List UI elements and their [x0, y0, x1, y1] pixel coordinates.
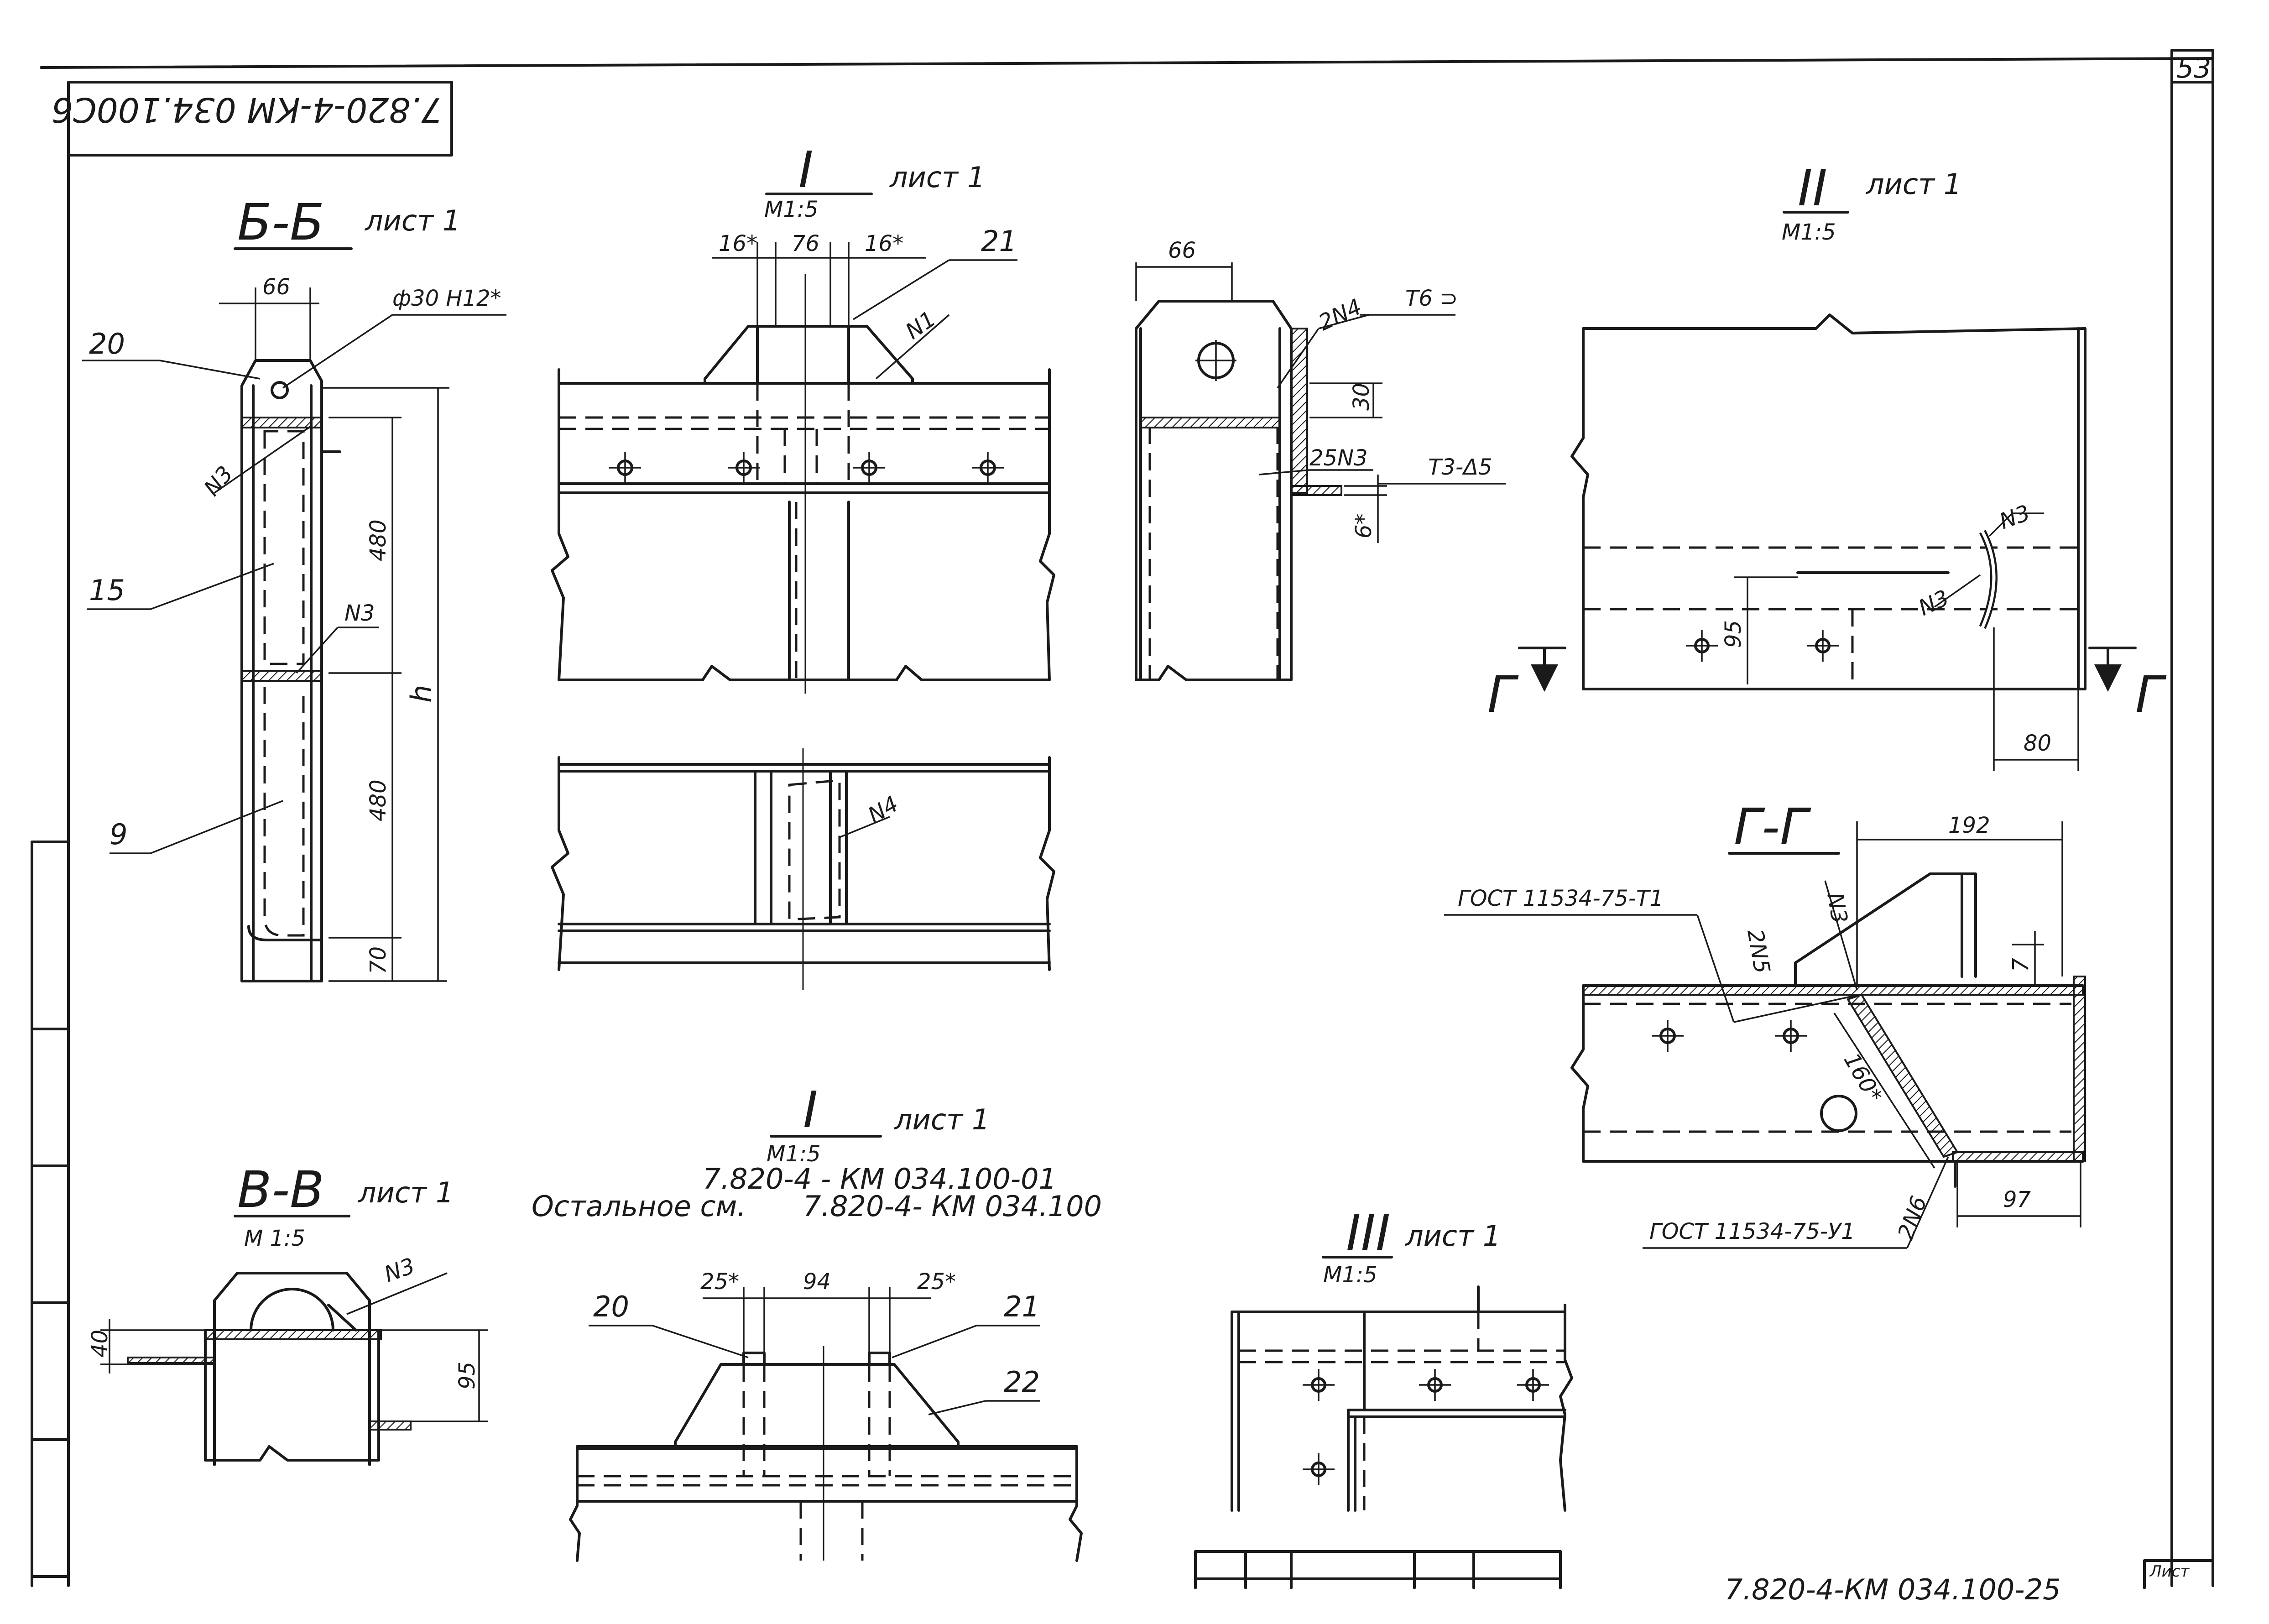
i-bottom-callout-22: 22: [1004, 1365, 1040, 1399]
doc-code-box: [67, 81, 453, 157]
i-top-dim-16b: 16*: [865, 231, 903, 256]
doc-code-rotated: 7.820-4-КМ 034.100С6: [52, 90, 443, 129]
view-ii-title: II: [1798, 159, 1827, 217]
bb-callout-20: 20: [89, 327, 125, 360]
page-number: 53: [2176, 52, 2211, 84]
view-i-bottom-rest-label: Остальное см.: [532, 1190, 746, 1223]
i-bottom-callout-21: 21: [1004, 1290, 1040, 1323]
ii-side-callout-2n4: 2N4: [1314, 294, 1366, 336]
ii-side-note-t6: Т6 ⊃: [1405, 286, 1458, 311]
view-vv: В-В лист 1 М 1:5 40 95 N3: [87, 1160, 488, 1466]
view-bb: Б-Б лист 1 66 480 480 70 h: [82, 193, 506, 982]
view-iii: III лист 1 М1:5: [1231, 1204, 1573, 1512]
vv-dim-40: 40: [87, 1330, 113, 1358]
page-number-box: [2170, 49, 2214, 84]
view-i-top: I М1:5 лист 1: [551, 141, 1055, 990]
bolt-marks-top: [609, 452, 1004, 484]
binding-strip: [31, 841, 70, 1587]
view-iii-ref: лист 1: [1405, 1219, 1501, 1253]
gg-dim-7: 7: [2008, 958, 2034, 972]
view-vv-ref: лист 1: [358, 1176, 454, 1209]
i-top-callout-n4: N4: [864, 791, 903, 829]
view-iii-title: III: [1346, 1204, 1390, 1262]
gg-callout-n3: N3: [1822, 891, 1852, 925]
view-vv-title: В-В: [237, 1160, 324, 1219]
view-bb-ref: лист 1: [365, 204, 460, 237]
view-i-top-ref: лист 1: [889, 161, 985, 194]
ii-dim-95: 95: [1721, 620, 1746, 648]
sheet-frame: [31, 49, 2214, 1589]
i-top-callout-21: 21: [981, 225, 1017, 258]
i-top-dim-76: 76: [792, 231, 819, 256]
bb-dim-70: 70: [365, 946, 391, 974]
bb-callout-n3-top: N3: [199, 461, 238, 501]
corner-label: Лист: [2149, 1562, 2190, 1581]
ii-section-left: Г: [1487, 665, 1519, 724]
view-ii-ref: лист 1: [1866, 167, 1961, 201]
view-ii: II лист 1 М1:5 95 80 N3 N3 Г Г: [1487, 159, 2167, 771]
view-ii-side: 66 30 6* 2N4 Т6 ⊃ 25N3 Т3-Δ5: [1135, 238, 1506, 681]
ii-side-dim-30: 30: [1349, 383, 1374, 411]
ii-dim-80: 80: [2024, 731, 2051, 756]
i-top-dim-16a: 16*: [719, 231, 757, 256]
view-gg-title: Г-Г: [1734, 798, 1811, 856]
ii-side-callout-25n3: 25N3: [1309, 445, 1368, 471]
ii-section-right: Г: [2135, 665, 2167, 724]
view-gg: Г-Г 192 7 160* 97 N3 ГОСТ: [1444, 798, 2086, 1249]
bb-dim-66: 66: [262, 274, 290, 300]
gg-dim-192: 192: [1948, 813, 1990, 838]
i-bottom-callout-20: 20: [593, 1290, 629, 1323]
bb-dim-h: h: [405, 685, 438, 703]
bb-dim-480b: 480: [365, 779, 391, 821]
ii-side-note-t3: Т3-Δ5: [1428, 454, 1492, 480]
view-i-bottom-ref: лист 1: [894, 1103, 990, 1136]
gg-note-u1: ГОСТ 11534-75-У1: [1649, 1219, 1855, 1244]
ii-callout-n3a: N3: [1996, 500, 2034, 534]
gg-dim-97: 97: [2003, 1187, 2031, 1212]
ii-side-dim-66: 66: [1168, 238, 1196, 263]
view-i-top-title: I: [798, 141, 813, 199]
gg-note-t1: ГОСТ 11534-75-Т1: [1458, 886, 1664, 911]
bb-callout-15: 15: [89, 574, 125, 607]
i-bottom-dim-94: 94: [803, 1269, 831, 1295]
view-i-bottom-title: I: [803, 1081, 818, 1139]
i-bottom-dim-25a: 25*: [700, 1269, 739, 1295]
view-ii-scale: М1:5: [1782, 219, 1836, 245]
view-i-top-scale: М1:5: [764, 197, 819, 222]
bb-callout-n3-mid: N3: [344, 601, 375, 626]
title-block: [1194, 1550, 2214, 1589]
view-iii-scale: М1:5: [1323, 1262, 1377, 1288]
i-top-callout-n1: N1: [901, 306, 941, 345]
view-i-bottom: I лист 1 М1:5 7.820-4 - КМ 034.100-01 Ос…: [532, 1081, 1102, 1562]
vv-callout-n3: N3: [381, 1253, 418, 1287]
view-i-bottom-rest-doc: 7.820-4- КМ 034.100: [803, 1190, 1102, 1223]
ii-side-dim-6: 6*: [1351, 513, 1377, 538]
view-vv-scale: М 1:5: [244, 1226, 305, 1251]
bottom-code: 7.820-4-КМ 034.100-25: [1725, 1573, 2061, 1606]
ii-callout-n3b: N3: [1914, 585, 1953, 621]
view-bb-title: Б-Б: [237, 193, 324, 251]
gg-callout-2n6: 2N6: [1893, 1193, 1932, 1243]
vv-dim-95: 95: [454, 1362, 480, 1389]
bb-note-dia30: ф30 Н12*: [392, 286, 501, 311]
bb-dim-480a: 480: [365, 519, 391, 561]
gg-callout-2n5: 2N5: [1742, 927, 1775, 975]
bb-callout-9: 9: [110, 818, 127, 851]
i-bottom-dim-25b: 25*: [917, 1269, 956, 1295]
view-i-bottom-scale: М1:5: [767, 1141, 821, 1167]
view-i-bottom-doc: 7.820-4 - КМ 034.100-01: [703, 1162, 1057, 1196]
